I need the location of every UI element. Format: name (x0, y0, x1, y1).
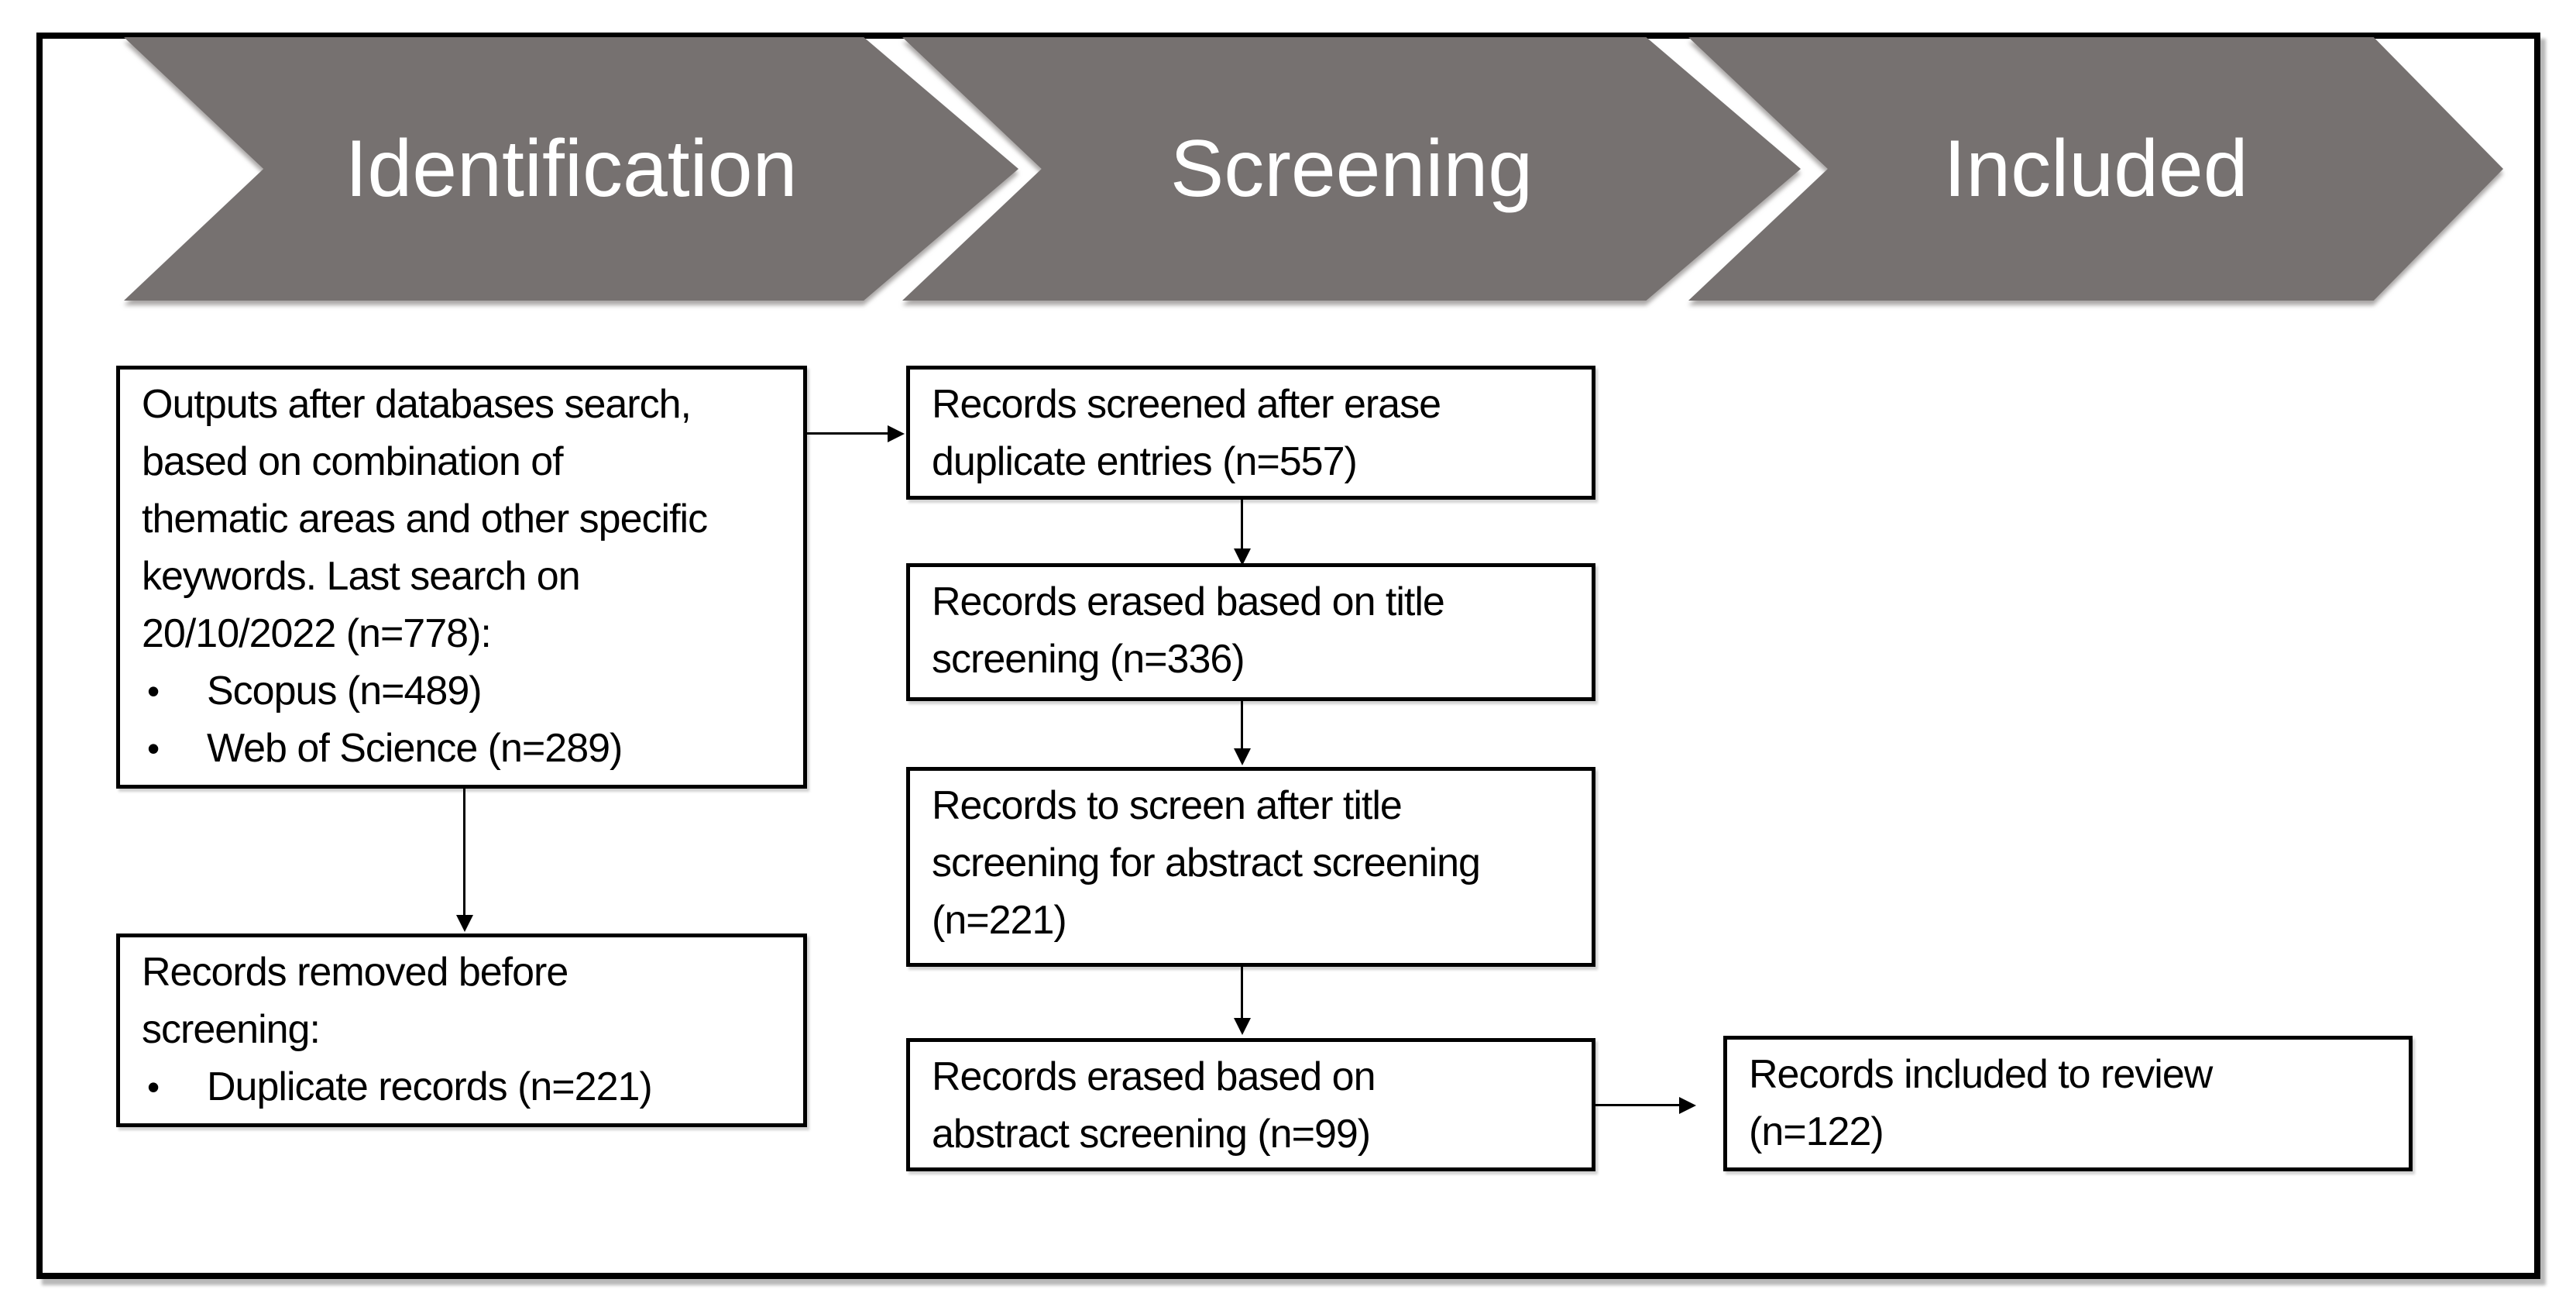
banner-identification-label: Identification (345, 123, 798, 214)
list-item: • Duplicate records (n=221) (142, 1058, 789, 1116)
arrow-outputs-to-screened-line (807, 432, 888, 435)
chevron-shape-identification: Identification (124, 37, 1018, 301)
box-database-outputs-text: Outputs after databases search, based on… (142, 382, 708, 656)
box-records-to-screen-abstract: Records to screen after title screening … (906, 767, 1595, 967)
box-database-outputs: Outputs after databases search, based on… (116, 366, 807, 789)
bullet-text-duplicates: Duplicate records (n=221) (207, 1064, 653, 1109)
box-records-erased-title-text: Records erased based on title screening … (932, 579, 1445, 682)
banner-screening-label: Screening (1170, 123, 1534, 214)
list-item: • Web of Science (n=289) (142, 720, 789, 777)
arrow-erased-title-to-to-screen-line (1241, 701, 1243, 748)
bullet-icon: • (147, 728, 160, 768)
chevron-shape-included: Included (1688, 37, 2503, 301)
box-records-included: Records included to review (n=122) (1723, 1036, 2413, 1171)
bullet-icon: • (147, 1067, 160, 1107)
box-records-removed: Records removed before screening: • Dupl… (116, 934, 807, 1127)
arrow-to-screen-to-erased-abstract-line (1241, 967, 1243, 1018)
box-records-screened: Records screened after erase duplicate e… (906, 366, 1595, 500)
box-records-screened-text: Records screened after erase duplicate e… (932, 382, 1441, 484)
arrow-outputs-to-screened-head (888, 425, 905, 442)
arrow-erased-title-to-to-screen-head (1234, 748, 1251, 765)
arrow-outputs-to-removed-head (456, 915, 473, 932)
arrow-screened-to-erased-title-head (1234, 548, 1251, 566)
box-records-to-screen-abstract-text: Records to screen after title screening … (932, 783, 1481, 943)
box-records-erased-title: Records erased based on title screening … (906, 563, 1595, 701)
box-records-erased-abstract-text: Records erased based on abstract screeni… (932, 1054, 1376, 1157)
arrow-erased-abstract-to-included-head (1679, 1097, 1696, 1114)
banner-identification: Identification (124, 37, 1018, 301)
banner-included-label: Included (1943, 123, 2248, 214)
bullet-text-scopus: Scopus (n=489) (207, 669, 483, 713)
arrow-outputs-to-removed-line (463, 789, 465, 915)
banner-screening: Screening (902, 37, 1801, 301)
bullet-text-web-of-science: Web of Science (n=289) (207, 726, 623, 771)
bullet-icon: • (147, 671, 160, 711)
banner-included: Included (1688, 37, 2503, 301)
box-records-erased-abstract: Records erased based on abstract screeni… (906, 1038, 1595, 1171)
chevron-shape-screening: Screening (902, 37, 1801, 301)
arrow-screened-to-erased-title-line (1241, 500, 1243, 548)
box-records-removed-text: Records removed before screening: (142, 950, 568, 1052)
arrow-to-screen-to-erased-abstract-head (1234, 1018, 1251, 1035)
box-records-included-text: Records included to review (n=122) (1749, 1052, 2213, 1154)
arrow-erased-abstract-to-included-line (1595, 1104, 1679, 1106)
list-item: • Scopus (n=489) (142, 662, 789, 720)
